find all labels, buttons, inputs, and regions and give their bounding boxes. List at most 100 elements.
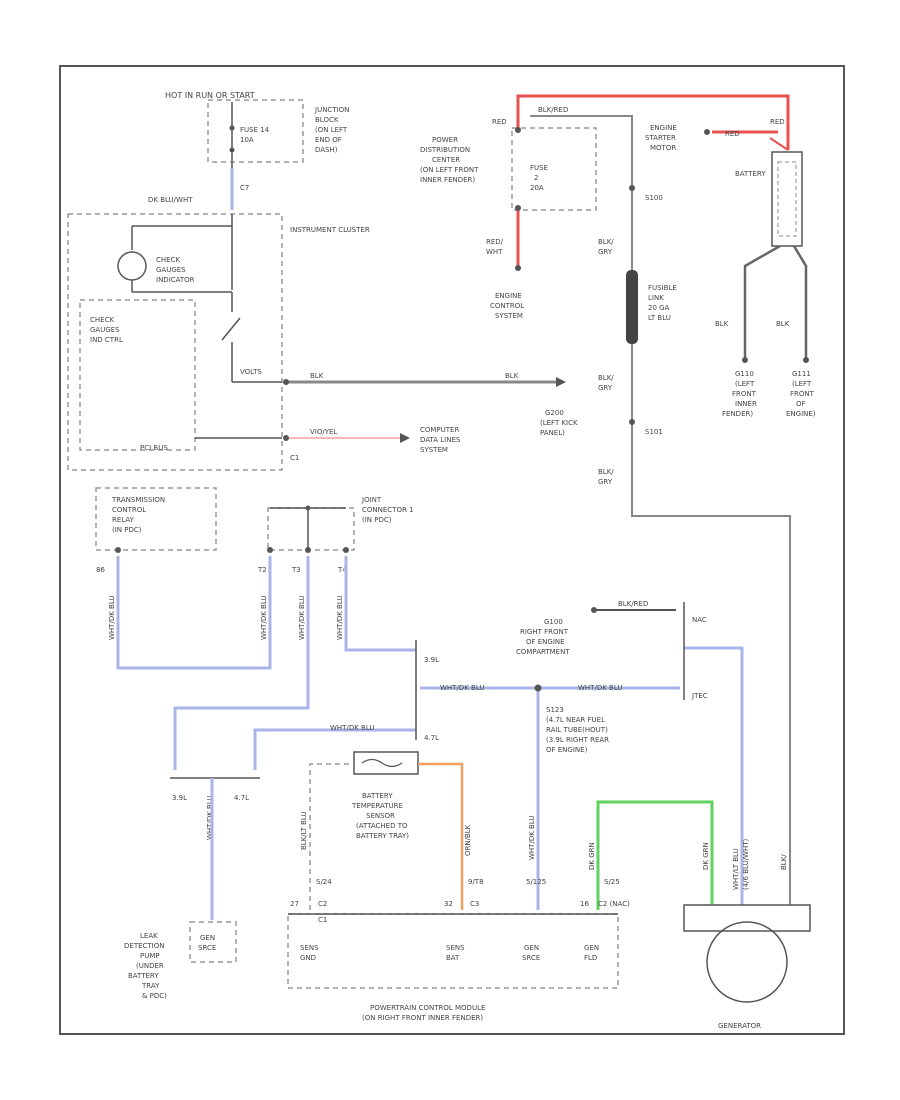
svg-text:C2 (NAC): C2 (NAC) [598,900,630,908]
wire-blk-g110 [743,244,781,360]
svg-text:RED/: RED/ [486,238,504,246]
svg-text:GEN: GEN [200,934,215,942]
label-dk-grn-2: DK GRN [702,842,710,870]
svg-text:PANEL): PANEL) [540,429,565,437]
pdc-box [511,127,597,211]
svg-text:GRY: GRY [598,384,613,392]
label-red-pdc: RED [492,118,507,126]
label-wht-dk-blu-v6: WHT/DK BLU [528,815,536,860]
svg-text:CONNECTOR 1: CONNECTOR 1 [362,506,414,514]
svg-text:FRONT: FRONT [790,390,815,398]
svg-text:(ATTACHED TO: (ATTACHED TO [356,822,408,830]
svg-text:FRONT: FRONT [732,390,757,398]
wire-blk-g111 [792,245,808,360]
svg-text:DISTRIBUTION: DISTRIBUTION [420,146,470,154]
label-blk-gry-v: BLK/ [780,854,788,870]
svg-text:PUMP: PUMP [140,952,160,960]
label-wht-dk-blu-h1: WHT/DK BLU [440,684,485,692]
g200-label: G200 (LEFT KICK PANEL) [540,409,578,437]
blk-gry-label-3: BLK/ GRY [598,468,614,486]
svg-text:ENGINE): ENGINE) [786,410,816,418]
engine-control-label: ENGINE CONTROL SYSTEM [490,292,524,320]
svg-text:(ON LEFT FRONT: (ON LEFT FRONT [420,166,479,174]
generator-terminal-block [683,904,811,932]
ldp-terminal-label: GEN SRCE [198,934,216,952]
svg-text:(ON LEFT: (ON LEFT [315,126,348,134]
svg-text:S/25: S/25 [604,878,620,886]
svg-text:GEN: GEN [584,944,599,952]
svg-text:WHT/DK BLU: WHT/DK BLU [108,595,116,640]
check-gauges-ctrl-box [79,299,196,451]
wire-wht-dk-blu-tcr [116,556,272,670]
pcm-terminal-sens-gnd: SENS GND [300,944,319,962]
svg-text:LT BLU: LT BLU [648,314,671,322]
svg-text:T3: T3 [291,566,301,574]
check-gauges-indicator-label: CHECK GAUGES INDICATOR [156,256,195,284]
label-jtec: JTEC [691,692,708,700]
svg-text:5/125: 5/125 [526,878,546,886]
svg-text:POWERTRAIN CONTROL MODULE: POWERTRAIN CONTROL MODULE [370,1004,485,1012]
label-hot-in-run: HOT IN RUN OR START [165,91,255,100]
instrument-cluster-box [67,213,283,471]
svg-text:FUSE: FUSE [530,164,548,172]
svg-text:20A: 20A [530,184,544,192]
svg-text:SRCE: SRCE [198,944,216,952]
red-wht-label: RED/ WHT [486,238,504,256]
wire-red-battery [516,94,790,150]
label-blk-lt-blu: BLK/LT BLU [300,811,308,850]
svg-text:STARTER: STARTER [645,134,676,142]
wire-dk-grn [596,800,714,910]
svg-text:RIGHT FRONT: RIGHT FRONT [520,628,569,636]
svg-text:BATTERY: BATTERY [362,792,393,800]
check-gauges-lamp-icon [117,251,147,281]
svg-text:FUSIBLE: FUSIBLE [648,284,677,292]
svg-text:T4: T4 [337,566,347,574]
ldp-box [189,921,237,963]
svg-text:G200: G200 [545,409,564,417]
svg-text:INNER FENDER): INNER FENDER) [420,176,475,184]
svg-text:GND: GND [300,954,316,962]
svg-text:SYSTEM: SYSTEM [420,446,448,454]
svg-text:FUSE 14: FUSE 14 [240,126,270,134]
svg-text:(LEFT KICK: (LEFT KICK [540,419,578,427]
svg-text:20 GA: 20 GA [648,304,670,312]
label-wht-dk-blu-h3: WHT/DK BLU [330,724,375,732]
blk-gry-label-2: BLK/ GRY [598,374,614,392]
svg-text:GRY: GRY [598,478,613,486]
svg-text:& PDC): & PDC) [142,992,167,1000]
svg-text:RAIL TUBE(HOUT): RAIL TUBE(HOUT) [546,726,608,734]
svg-text:SENS: SENS [300,944,319,952]
svg-text:OF: OF [796,400,806,408]
svg-text:G110: G110 [735,370,754,378]
label-dk-blu-wht: DK BLU/WHT [148,196,193,204]
svg-text:OF ENGINE): OF ENGINE) [546,746,588,754]
svg-text:(UNDER: (UNDER [136,962,164,970]
svg-text:BAT: BAT [446,954,460,962]
pcm-terminal-sens-bat: SENS BAT [446,944,465,962]
svg-text:TRANSMISSION: TRANSMISSION [111,496,165,504]
switch-icon [221,317,241,341]
svg-text:JUNCTION: JUNCTION [314,106,349,114]
ldp-label: LEAK DETECTION PUMP (UNDER BATTERY TRAY … [124,932,167,1000]
svg-text:WHT: WHT [486,248,503,256]
svg-text:CHECK: CHECK [90,316,114,324]
svg-text:SYSTEM: SYSTEM [495,312,523,320]
pin-labels-top: 86 T2 T3 T4 [96,566,347,574]
label-39l-bottom: 3.9L [172,794,187,802]
joint-connector-box [267,507,355,551]
fuse-2-label: FUSE 2 20A [530,164,548,192]
label-blk-g110: BLK [715,320,729,328]
svg-text:CONTROL: CONTROL [490,302,524,310]
wire-blk-gry-generator [631,344,791,905]
s123-label: S123 (4.7L NEAR FUEL RAIL TUBE(HOUT) (3.… [546,706,609,754]
label-blk-red: BLK/RED [538,106,568,114]
svg-text:INDICATOR: INDICATOR [156,276,195,284]
svg-text:LINK: LINK [648,294,664,302]
svg-text:2: 2 [534,174,538,182]
fusible-link-label: FUSIBLE LINK 20 GA LT BLU [648,284,677,322]
svg-text:GAUGES: GAUGES [156,266,186,274]
label-c7: C7 [240,184,249,192]
pcm-pin-labels: 27 C2 32 C3 16 C2 (NAC) [290,900,630,908]
svg-text:G111: G111 [792,370,811,378]
